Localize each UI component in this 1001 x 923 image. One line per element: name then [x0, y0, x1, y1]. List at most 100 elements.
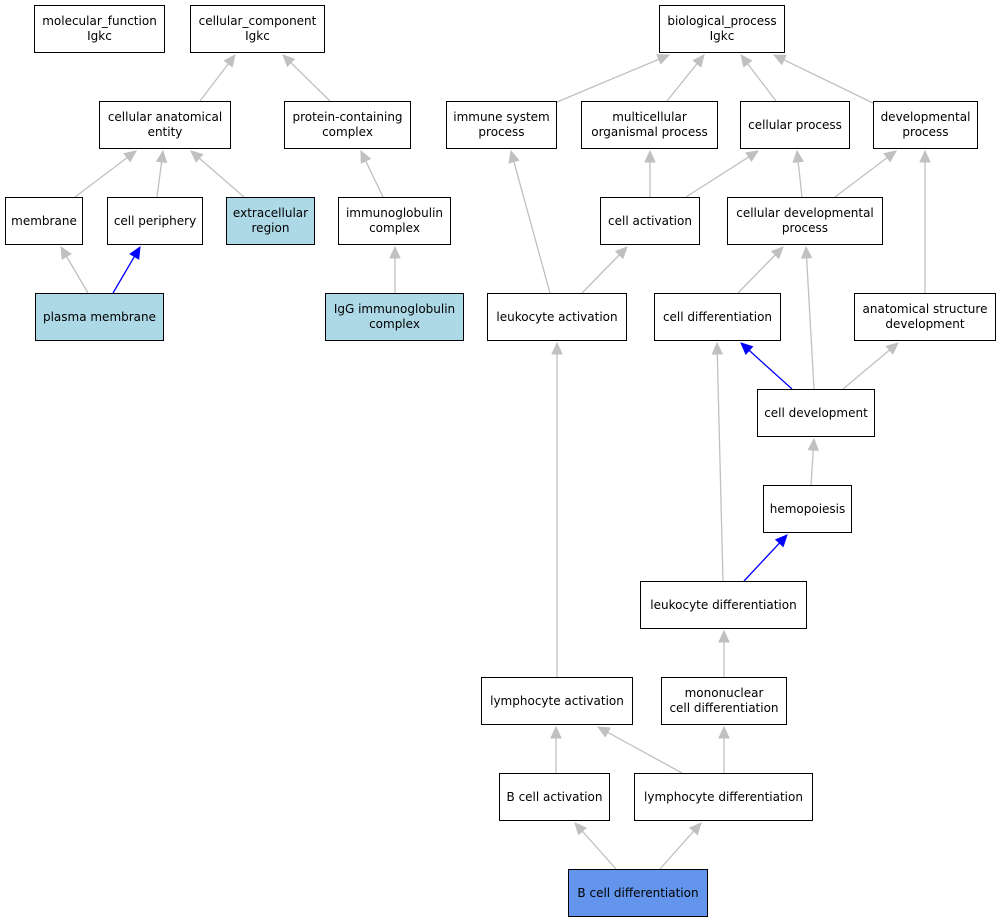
edge-leukocyte_differentiation-to-hemopoiesis: [743, 534, 788, 582]
edge-line: [797, 161, 803, 198]
go-term-node-molecular-function[interactable]: molecular_function Igkc: [34, 5, 165, 53]
edge-line: [783, 59, 874, 104]
arrowhead-icon: [123, 150, 137, 163]
edge-line: [290, 62, 331, 102]
node-label: leukocyte activation: [496, 309, 618, 324]
edge-line: [66, 256, 89, 294]
go-term-node-cell-development[interactable]: cell development: [757, 389, 875, 437]
edge-line: [842, 349, 890, 390]
edge-line: [607, 731, 683, 774]
edge-line: [581, 254, 620, 294]
edge-immune_system_process-to-biological_process: [556, 54, 671, 103]
edge-immunoglobulin_complex-to-protein_containing_complex: [360, 149, 384, 198]
node-label: hemopoiesis: [769, 501, 846, 516]
arrowhead-icon: [223, 54, 236, 68]
node-label: extracellular region: [232, 206, 309, 235]
arrowhead-icon: [774, 534, 788, 548]
node-label: developmental process: [880, 110, 971, 139]
arrowhead-icon: [772, 54, 787, 66]
go-term-node-cellular-process[interactable]: cellular process: [740, 101, 850, 149]
edge-line: [737, 254, 776, 294]
edge-cell_development-to-cell_differentiation: [740, 342, 793, 390]
edge-line: [156, 161, 163, 198]
edge-line: [513, 161, 551, 294]
edge-cellular_developmental_process-to-cellular_process: [792, 149, 804, 198]
go-term-node-anatomical-structure-development[interactable]: anatomical structure development: [854, 293, 996, 341]
edge-lymphocyte_differentiation-to-mononuclear_cell_differentiation: [718, 725, 730, 773]
arrowhead-icon: [800, 245, 813, 259]
edge-line: [199, 63, 229, 102]
arrowhead-icon: [508, 149, 520, 164]
edge-cellular_developmental_process-to-developmental_process: [834, 150, 897, 198]
edge-line: [556, 58, 660, 103]
arrowhead-icon: [883, 150, 897, 163]
go-term-node-membrane[interactable]: membrane: [5, 197, 83, 245]
go-term-node-b-cell-activation[interactable]: B cell activation: [499, 773, 610, 821]
go-term-node-cell-activation[interactable]: cell activation: [600, 197, 700, 245]
arrowhead-icon: [692, 54, 705, 68]
go-term-node-developmental-process[interactable]: developmental process: [873, 101, 978, 149]
go-term-node-plasma-membrane[interactable]: plasma membrane: [35, 293, 164, 341]
go-term-node-cellular-anatomical-entity[interactable]: cellular anatomical entity: [99, 101, 231, 149]
arrowhead-icon: [596, 726, 611, 738]
arrowhead-icon: [389, 245, 401, 259]
edge-cell_activation-to-multicellular_organismal_process: [644, 149, 656, 197]
edge-line: [198, 157, 245, 198]
edge-line: [716, 353, 724, 582]
go-term-node-immune-system-process[interactable]: immune system process: [446, 101, 557, 149]
arrowhead-icon: [614, 246, 628, 260]
node-label: B cell differentiation: [577, 885, 699, 900]
node-label: immunoglobulin complex: [345, 206, 444, 235]
go-term-node-protein-containing-complex[interactable]: protein-containing complex: [284, 101, 411, 149]
go-term-node-cellular-developmental-process[interactable]: cellular developmental process: [727, 197, 883, 245]
node-label: leukocyte differentiation: [650, 597, 797, 612]
go-term-node-extracellular-region[interactable]: extracellular region: [226, 197, 315, 245]
go-term-node-multicellular-organismal-process[interactable]: multicellular organismal process: [581, 101, 718, 149]
edge-mononuclear_cell_differentiation-to-leukocyte_differentiation: [718, 629, 730, 677]
go-term-node-immunoglobulin-complex[interactable]: immunoglobulin complex: [338, 197, 451, 245]
go-term-node-lymphocyte-activation[interactable]: lymphocyte activation: [481, 677, 633, 725]
node-label: immune system process: [453, 110, 550, 139]
go-term-node-igg-immunoglobulin-complex[interactable]: IgG immunoglobulin complex: [325, 293, 464, 341]
node-label: biological_process Igkc: [667, 14, 777, 43]
go-term-node-cellular-component[interactable]: cellular_component Igkc: [190, 5, 325, 53]
go-term-node-biological-process[interactable]: biological_process Igkc: [659, 5, 785, 53]
edge-leukocyte_activation-to-immune_system_process: [508, 149, 551, 294]
edge-multicellular_organismal_process-to-biological_process: [666, 54, 705, 102]
arrowhead-icon: [740, 342, 754, 355]
go-term-node-b-cell-differentiation[interactable]: B cell differentiation: [568, 869, 708, 917]
node-label: lymphocyte differentiation: [644, 789, 803, 804]
arrowhead-icon: [792, 149, 804, 164]
go-term-node-hemopoiesis[interactable]: hemopoiesis: [763, 485, 852, 533]
arrowhead-icon: [60, 245, 72, 260]
go-term-node-lymphocyte-differentiation[interactable]: lymphocyte differentiation: [634, 773, 813, 821]
arrowhead-icon: [282, 54, 296, 68]
arrowhead-icon: [190, 150, 204, 163]
edge-leukocyte_activation-to-cell_activation: [581, 246, 628, 294]
edge-membrane-to-cellular_anatomical_entity: [74, 150, 137, 198]
node-label: plasma membrane: [42, 309, 157, 324]
go-term-node-cell-differentiation[interactable]: cell differentiation: [654, 293, 781, 341]
arrowhead-icon: [155, 149, 168, 164]
edge-cellular_anatomical_entity-to-cellular_component: [199, 54, 236, 102]
arrowhead-icon: [551, 341, 563, 355]
edge-cell_development-to-anatomical_structure_development: [842, 342, 899, 390]
go-term-node-leukocyte-activation[interactable]: leukocyte activation: [487, 293, 627, 341]
arrowhead-icon: [885, 342, 899, 355]
node-label: cell activation: [608, 213, 692, 228]
edge-b_cell_differentiation-to-lymphocyte_differentiation: [659, 822, 702, 870]
arrowhead-icon: [919, 149, 931, 163]
node-label: lymphocyte activation: [490, 693, 624, 708]
arrowhead-icon: [129, 245, 141, 260]
edge-cell_differentiation-to-cellular_developmental_process: [737, 246, 784, 294]
node-label: cellular_component Igkc: [198, 14, 317, 43]
arrowhead-icon: [718, 629, 730, 643]
go-term-node-leukocyte-differentiation[interactable]: leukocyte differentiation: [640, 581, 807, 629]
arrowhead-icon: [711, 341, 724, 355]
edge-line: [810, 449, 814, 486]
node-label: cellular anatomical entity: [107, 110, 223, 139]
go-term-node-mononuclear-cell-differentiation[interactable]: mononuclear cell differentiation: [661, 677, 787, 725]
arrowhead-icon: [656, 54, 671, 65]
go-term-node-cell-periphery[interactable]: cell periphery: [107, 197, 203, 245]
